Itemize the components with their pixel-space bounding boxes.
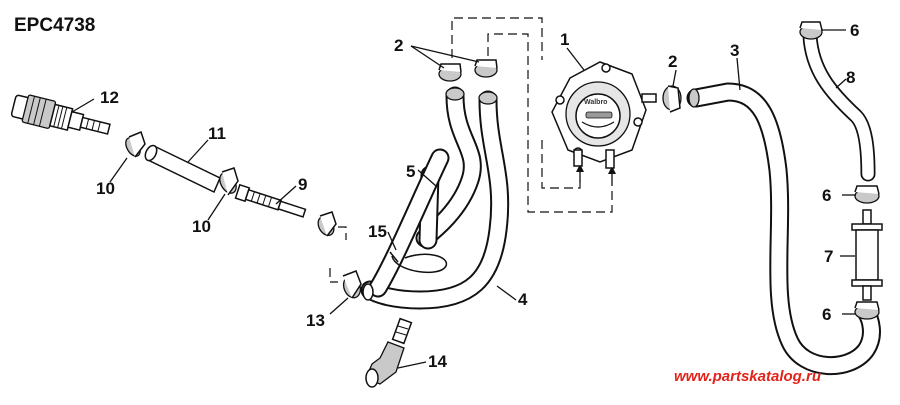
part-12-fuel-connector (10, 94, 111, 135)
part-9-barbed-fitting (234, 183, 307, 218)
part-6-hose-clamp-top (799, 21, 823, 40)
callout-5: 5 (406, 162, 415, 181)
callout-6-bottom: 6 (822, 305, 831, 324)
callout-7: 7 (824, 247, 833, 266)
assembly-bracket-left (451, 17, 543, 60)
part-7-fuel-filter (851, 209, 883, 301)
flow-arrow-left (576, 164, 584, 182)
callout-3: 3 (730, 41, 739, 60)
part-13-hose-clamp (342, 270, 362, 299)
part-10-hose-clamp-upper (125, 130, 146, 158)
part-2-hose-clamp-right (474, 59, 498, 78)
pump-brand-label: Walbro (584, 99, 607, 106)
part-2-hose-clamp-pump (662, 85, 682, 113)
callout-6-top: 6 (850, 21, 859, 40)
leader-lines (71, 29, 856, 369)
part-6-hose-clamp-bottom (854, 301, 880, 320)
callout-11: 11 (208, 124, 226, 143)
part-2-hose-clamp-left (438, 63, 462, 82)
callout-14: 14 (428, 352, 447, 371)
callout-13: 13 (306, 311, 325, 330)
assembly-bracket-right (487, 33, 613, 213)
callout-10-lower: 10 (192, 217, 211, 236)
diagram-code: EPC4738 (14, 15, 95, 36)
part-10-hose-clamp-lower (219, 167, 239, 196)
callout-numbers: 12 10 11 10 9 2 1 2 3 5 4 15 13 14 6 8 6… (96, 21, 859, 371)
callout-12: 12 (100, 88, 119, 107)
callout-10-upper: 10 (96, 179, 115, 198)
part-8-fuel-hose-upper (802, 28, 876, 182)
callout-9: 9 (298, 175, 307, 194)
hose-end-13 (362, 283, 374, 301)
part-15-hose-clip (389, 251, 447, 274)
part-5-fuel-hose-curved (415, 86, 482, 248)
part-11-fuel-hose-short (144, 144, 221, 194)
callout-2-top: 2 (394, 36, 403, 55)
callout-15: 15 (368, 222, 387, 241)
part-6-hose-clamp-middle (854, 185, 880, 204)
watermark-url: www.partskatalog.ru (674, 368, 821, 385)
callout-8: 8 (846, 68, 855, 87)
flow-arrow-right (608, 166, 616, 186)
hose-clamp-small-9 (317, 211, 337, 237)
callout-6-middle: 6 (822, 186, 831, 205)
part-5-hose-lower-segment (368, 148, 450, 298)
callout-1: 1 (560, 30, 569, 49)
part-3-fuel-hose-u (686, 82, 881, 376)
callout-4: 4 (518, 290, 528, 309)
callout-2-pump: 2 (668, 52, 677, 71)
part-1-fuel-pump: Walbro (551, 61, 657, 169)
part-14-elbow-fitting (365, 317, 413, 388)
part-4-fuel-hose-long (360, 90, 510, 310)
assembly-bracket-small (329, 226, 347, 283)
